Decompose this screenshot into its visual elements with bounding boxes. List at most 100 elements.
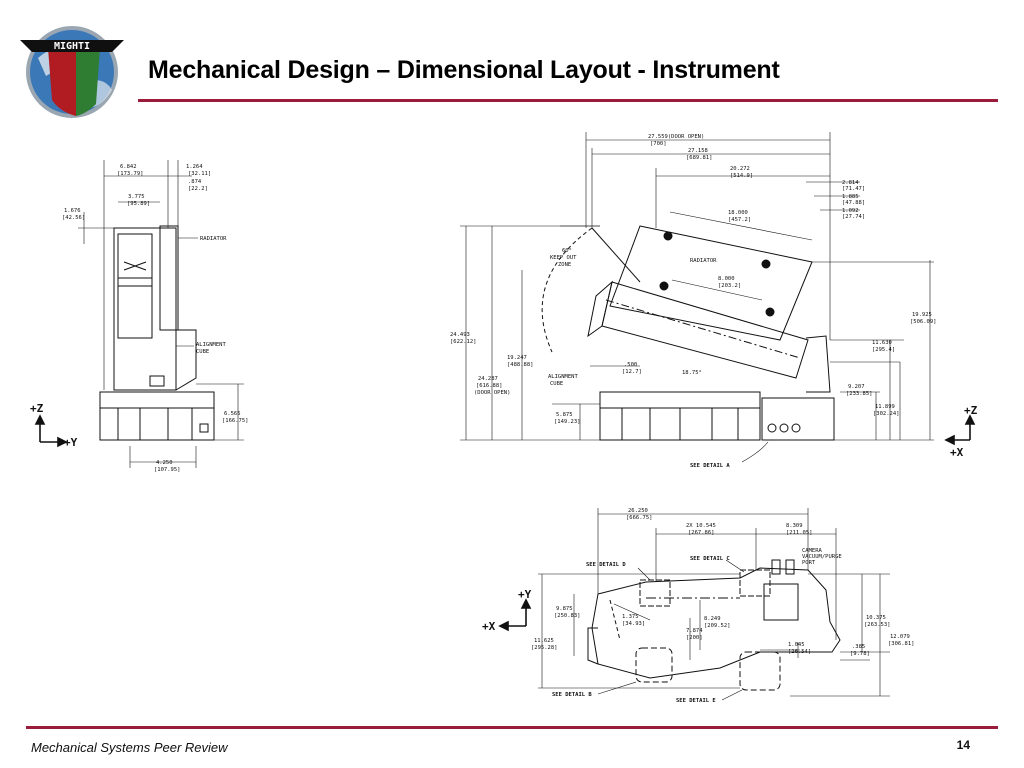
top-dim: [9.78]: [850, 651, 870, 657]
top-dim: [263.53]: [864, 622, 891, 628]
front-label-detail-a: SEE DETAIL A: [690, 463, 730, 469]
top-dim: 2X 10.545: [686, 523, 716, 529]
front-dim: 19.925: [912, 312, 932, 318]
top-dim: 10.375: [866, 615, 886, 621]
top-dim: [295.28]: [531, 645, 558, 651]
front-dim: [622.12]: [450, 339, 477, 345]
side-base: [99, 391, 215, 441]
front-dim: 18.000: [728, 210, 748, 216]
front-dim: [689.81]: [686, 155, 713, 161]
side-dim: [95.89]: [127, 201, 150, 207]
front-dim: [295.4]: [872, 347, 895, 353]
front-dim: 8.000: [718, 276, 735, 282]
top-view: [498, 508, 890, 701]
axis-label-y: +Y: [64, 436, 78, 449]
top-label-detail-c: SEE DETAIL C: [690, 556, 730, 562]
front-dim: 24.493: [450, 332, 470, 338]
front-label: ZONE: [558, 262, 571, 268]
side-dim: 1.264: [186, 164, 203, 170]
front-label-alignment: ALIGNMENT: [548, 374, 578, 380]
top-label-vacuum: VACUUM/PURGE: [802, 554, 842, 560]
front-label-cube: CUBE: [550, 381, 563, 387]
top-dim: [250.83]: [554, 613, 581, 619]
front-dim: [457.2]: [728, 217, 751, 223]
side-dim: .874: [188, 179, 202, 185]
front-dim: 27.158: [688, 148, 708, 154]
front-dim: [302.24]: [873, 411, 900, 417]
side-dim: 6.842: [120, 164, 137, 170]
side-label-cube: CUBE: [196, 349, 209, 355]
top-dim: [306.81]: [888, 641, 915, 647]
top-label-camera: CAMERA: [802, 548, 823, 554]
top-dim: 8.249: [704, 616, 721, 622]
footer-text: Mechanical Systems Peer Review: [31, 740, 228, 755]
front-dim: 5.875: [556, 412, 573, 418]
front-dim: [506.09]: [910, 319, 937, 325]
front-dim: [233.85]: [846, 391, 873, 397]
logo-text: MIGHTI: [54, 41, 90, 52]
front-dim: 27.559(DOOR OPEN): [648, 134, 704, 140]
footer-rule: [26, 726, 998, 729]
front-dim: [71.47]: [842, 186, 865, 192]
front-dim: .500: [624, 362, 637, 368]
page-number: 14: [956, 738, 970, 752]
front-dim: 9.207: [848, 384, 865, 390]
top-dim: 1.375: [622, 614, 639, 620]
top-dim: 26.250: [628, 508, 648, 514]
top-dim: 1.045: [788, 642, 805, 648]
axis-label-z: +Z: [964, 404, 978, 417]
front-dim: [700]: [650, 141, 667, 147]
front-dim: [203.2]: [718, 283, 741, 289]
front-dim: [27.74]: [842, 214, 865, 220]
side-label-radiator: RADIATOR: [200, 236, 227, 242]
top-dim: 11.625: [534, 638, 554, 644]
side-dim: 3.775: [128, 194, 145, 200]
front-dim: 19.247: [507, 355, 527, 361]
front-dim: 11.899: [875, 404, 895, 410]
front-label: KEEP OUT: [550, 255, 577, 261]
front-dim: 24.287: [478, 376, 498, 382]
side-dim: 6.565: [224, 411, 241, 417]
axis-label-y: +Y: [518, 588, 532, 601]
top-dim: [200]: [686, 635, 703, 641]
top-dim: 9.875: [556, 606, 573, 612]
top-dim: 8.309: [786, 523, 803, 529]
front-dim: 2.814: [842, 180, 859, 186]
top-label-detail-e: SEE DETAIL E: [676, 698, 716, 704]
front-view: [460, 132, 976, 463]
top-label-detail-d: SEE DETAIL D: [586, 562, 626, 568]
front-dim: [514.9]: [730, 173, 753, 179]
top-dim: [209.52]: [704, 623, 731, 629]
side-dim: [107.95]: [154, 467, 181, 473]
page-title: Mechanical Design – Dimensional Layout -…: [148, 56, 780, 84]
side-dim: [166.75]: [222, 418, 249, 424]
front-dim: 1.092: [842, 208, 859, 214]
side-dim: [22.2]: [188, 186, 208, 192]
top-dim: [26.54]: [788, 649, 811, 655]
side-dim: [173.79]: [117, 171, 144, 177]
front-dim: [47.88]: [842, 200, 865, 206]
front-angle: 18.75°: [682, 370, 702, 376]
top-dim: 7.874: [686, 628, 703, 634]
front-dim: 11.630: [872, 340, 892, 346]
front-dim: 20.272: [730, 166, 750, 172]
side-label-alignment: ALIGNMENT: [196, 342, 226, 348]
front-dim: [12.7]: [622, 369, 642, 375]
side-dim: 1.676: [64, 208, 81, 214]
top-dim: 12.079: [890, 634, 910, 640]
top-outline: [591, 567, 841, 679]
top-dim: .385: [852, 644, 865, 650]
front-label-radiator: RADIATOR: [690, 258, 717, 264]
front-dim: 1.885: [842, 194, 859, 200]
side-view: [34, 160, 244, 468]
front-angle: 60°: [562, 248, 572, 254]
top-label-detail-b: SEE DETAIL B: [552, 692, 592, 698]
front-radiator: [609, 225, 813, 341]
front-dim: (DOOR OPEN): [474, 390, 510, 396]
top-dim: [34.93]: [622, 621, 645, 627]
axis-label-x: +X: [950, 446, 964, 459]
front-dim: [488.88]: [507, 362, 534, 368]
side-body: [113, 227, 177, 391]
axis-label-z: +Z: [30, 402, 44, 415]
